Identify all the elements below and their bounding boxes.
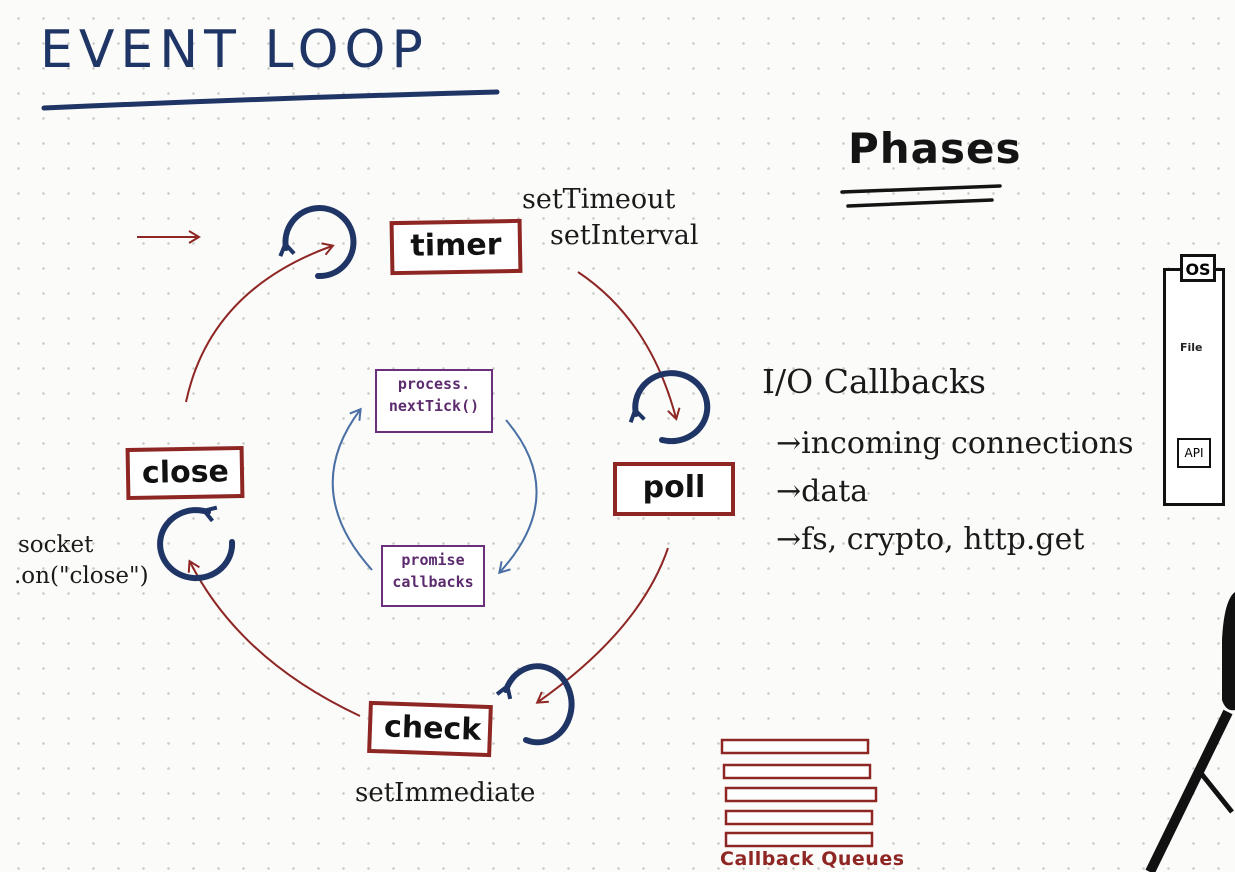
close-note-line2: .on("close") <box>14 563 149 590</box>
cycle-icon-timer <box>278 205 357 280</box>
cycle-icon-check <box>495 663 575 746</box>
phase-poll-label: poll <box>642 470 706 505</box>
page-title: EVENT LOOP <box>40 20 429 80</box>
os-tag: OS <box>1180 254 1216 282</box>
cycle-icon-close <box>157 505 236 582</box>
phase-check-label: check <box>383 709 482 748</box>
cycle-icon-poll <box>628 370 711 445</box>
timer-note-line1: setTimeout <box>522 184 676 215</box>
api-icon: API <box>1177 438 1211 468</box>
phases-underline-1 <box>840 184 1002 194</box>
io-item: incoming connections <box>776 420 1133 468</box>
arrow-inner-right <box>498 419 538 575</box>
phases-underline-2 <box>846 198 994 208</box>
io-item: data <box>776 468 1134 516</box>
phase-timer-box: timer <box>389 218 523 276</box>
phase-check-box: check <box>367 700 493 758</box>
io-item: fs, crypto, http.get <box>776 516 1134 564</box>
os-panel <box>1163 268 1225 506</box>
phase-poll-box: poll <box>613 462 735 516</box>
callback-queues-label: Callback Queues <box>720 848 905 870</box>
next-tick-line2: nextTick() <box>388 396 480 415</box>
timer-note: setTimeout setInterval <box>522 182 698 255</box>
queue-bar <box>724 831 874 848</box>
check-note: setImmediate <box>355 778 536 808</box>
io-callbacks-title: I/O Callbacks <box>762 362 986 401</box>
phase-close-box: close <box>125 445 245 501</box>
queue-bar <box>724 786 878 803</box>
next-tick-line1: process. <box>397 375 471 393</box>
promise-line1: promise <box>401 551 465 569</box>
callback-queues-stack <box>720 738 878 848</box>
promise-line2: callbacks <box>392 572 474 591</box>
microphone-stand <box>1145 592 1235 872</box>
title-underline <box>41 89 500 111</box>
arrow-inner-left <box>331 407 373 571</box>
queue-bar <box>724 809 874 826</box>
close-note: socket .on("close") <box>14 530 149 592</box>
phases-heading: Phases <box>848 124 1022 173</box>
os-file-label: File <box>1180 341 1203 354</box>
promise-callbacks-box: promise callbacks <box>381 545 485 607</box>
arrow-poll-to-check <box>535 547 669 704</box>
timer-note-line2: setInterval <box>550 220 699 252</box>
arrow-check-to-close <box>187 559 361 717</box>
queue-bar <box>720 738 870 755</box>
phase-timer-label: timer <box>410 227 502 264</box>
next-tick-box: process. nextTick() <box>375 369 493 433</box>
arrow-close-to-timer <box>185 242 335 403</box>
queue-bar <box>722 763 872 780</box>
io-callbacks-list: incoming connections data fs, crypto, ht… <box>776 420 1134 564</box>
close-note-line1: socket <box>18 532 94 558</box>
arrow-timer-to-poll <box>577 271 681 421</box>
phase-close-label: close <box>141 454 230 491</box>
